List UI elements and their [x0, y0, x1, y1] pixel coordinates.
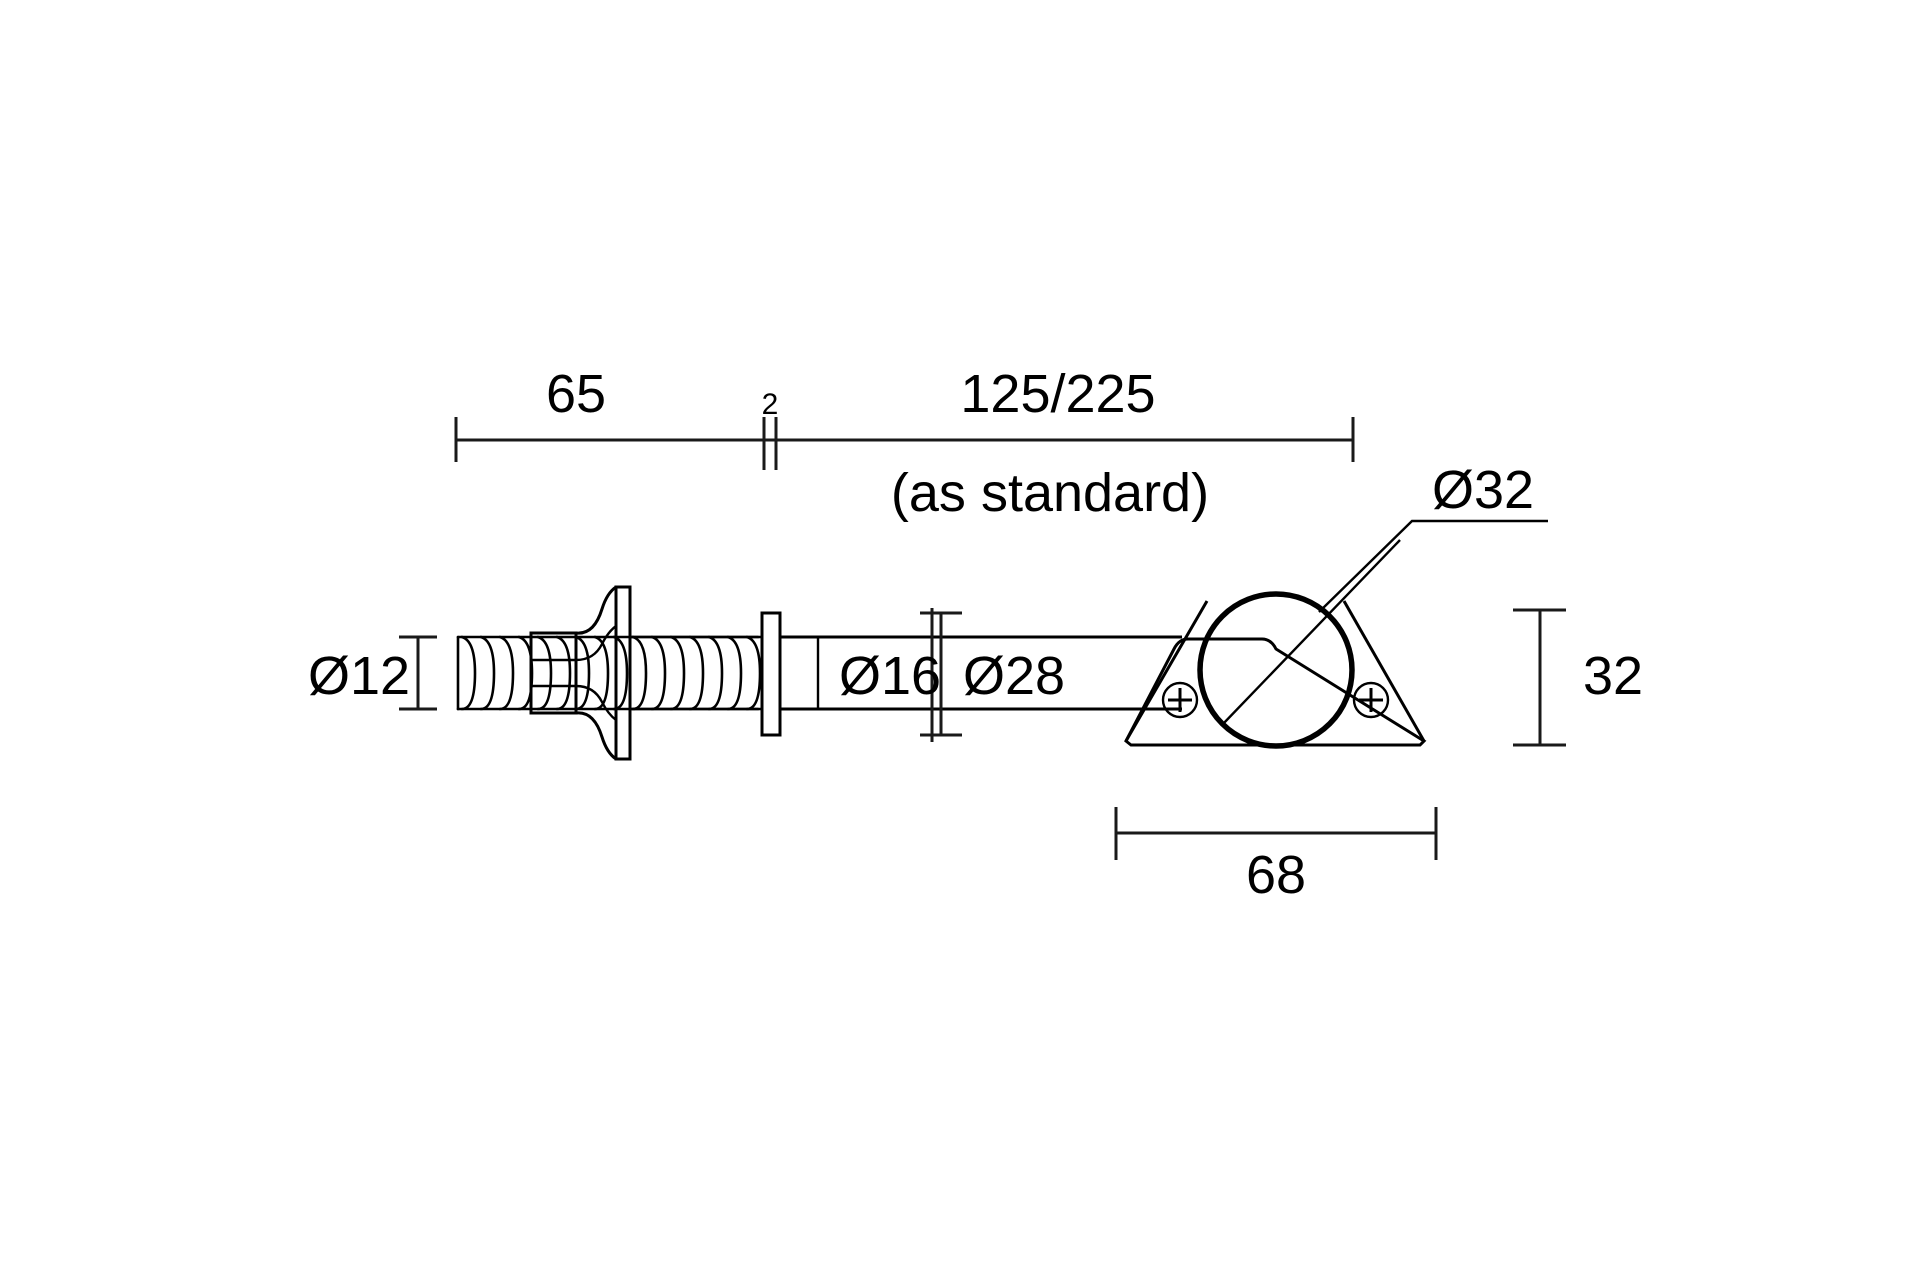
label-bar-length: 125/225: [960, 364, 1155, 424]
top-dimension-chain: [454, 417, 1355, 470]
dim-height-32: [1513, 608, 1566, 747]
dim-d16-marker: [920, 611, 962, 737]
label-knob-diameter: Ø32: [1432, 460, 1534, 520]
washer-plate: [760, 611, 782, 737]
label-thread-diameter: Ø12: [308, 646, 410, 706]
bracket-outline: [1124, 637, 1427, 747]
knob-circle: [1197, 591, 1355, 749]
label-inner-diameter: Ø16: [839, 646, 941, 706]
flanged-collar: [529, 585, 632, 761]
label-washer-thickness: 2: [762, 388, 779, 421]
label-bar-diameter: Ø28: [963, 646, 1065, 706]
knob-diagonal-line: [1221, 539, 1401, 726]
triangular-bracket-assembly: [1124, 539, 1427, 749]
label-thread-length: 65: [546, 364, 606, 424]
dim-d12-marker: [399, 635, 437, 711]
dim-width-68: [1114, 807, 1438, 860]
label-bracket-height: 32: [1583, 646, 1643, 706]
thread-right-section: [628, 635, 760, 711]
screw-left: [1161, 681, 1199, 719]
label-bracket-width: 68: [1246, 845, 1306, 905]
threaded-rod-assembly: [456, 585, 764, 761]
knob-leader-line: [1318, 519, 1548, 613]
screw-right: [1352, 681, 1390, 719]
label-as-standard-note: (as standard): [891, 463, 1209, 523]
thread-left-section: [456, 635, 764, 711]
cylindrical-bar: [780, 608, 1182, 742]
